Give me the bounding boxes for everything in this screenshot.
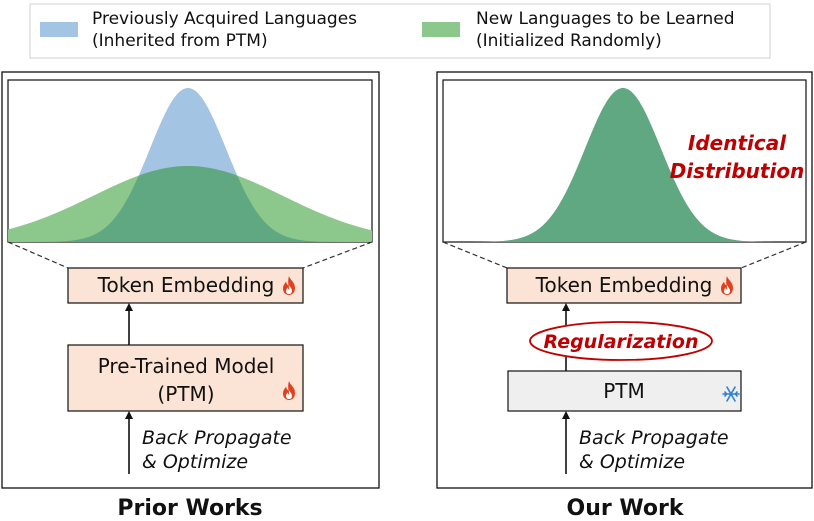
left-panel [1,71,380,489]
left-zoom-line-right [302,241,373,269]
legend-label-new-line2: (Initialized Randomly) [476,31,662,51]
left-backprop-line1: Back Propagate [142,427,292,449]
right-zoom-line-left [442,241,508,269]
legend-label-previous-line2: (Inherited from PTM) [92,31,268,51]
right-backprop-line1: Back Propagate [579,427,729,449]
left-backprop-line2: & Optimize [142,451,248,473]
right-caption: Our Work [567,496,685,521]
right-annotation-line2: Distribution [670,159,805,183]
left-model-label-line1: Pre-Trained Model [98,354,275,378]
right-curve-identical [443,88,806,242]
legend-swatch-previous [40,22,78,37]
right-backprop-line2: & Optimize [579,451,685,473]
right-token-embedding-label: Token Embedding [535,273,713,297]
legend-label-previous-line1: Previously Acquired Languages [92,9,357,29]
left-token-embedding-label: Token Embedding [97,273,275,297]
legend-swatch-new [422,22,460,37]
left-token-embedding-box [67,267,304,304]
right-panel [436,71,813,489]
left-model-label-line2: (PTM) [157,382,214,406]
left-curve-previous [8,88,372,242]
left-caption: Prior Works [117,496,262,521]
regularization-ellipse [529,321,713,361]
left-curve-overlap [8,166,372,242]
ptm-label: PTM [603,379,645,403]
regularization-label: Regularization [544,331,699,353]
legend-label-new-line1: New Languages to be Learned [476,9,735,29]
right-token-embedding-box [506,267,742,304]
left-model-box [67,344,304,412]
legend-box [29,3,771,59]
right-zoom-line-right [740,241,807,269]
ptm-box [507,370,742,412]
left-zoom-line-left [7,241,69,269]
right-annotation-line1: Identical [688,131,787,155]
